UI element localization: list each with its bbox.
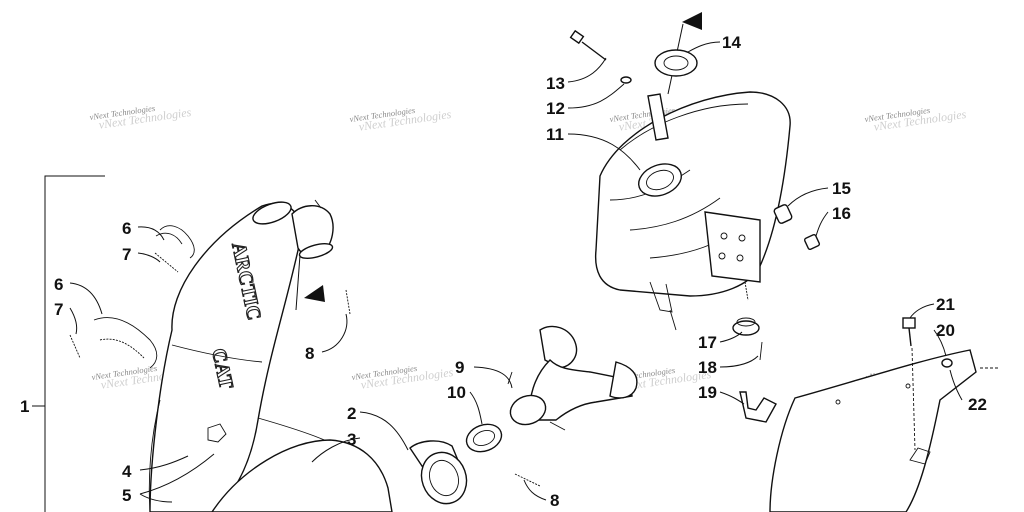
callout-20: 20 <box>936 321 955 340</box>
callout-10: 10 <box>447 383 466 402</box>
callout-1: 1 <box>20 397 29 416</box>
grommet-14 <box>654 49 698 77</box>
leader-lines <box>69 41 963 503</box>
callout-14: 14 <box>722 33 741 52</box>
watermark-1: vNext Technologies vNext Technologies <box>89 103 192 132</box>
callout-12: 12 <box>546 99 565 118</box>
nut-16 <box>803 233 821 251</box>
assembly-bracket <box>44 175 105 512</box>
callout-4: 4 <box>122 462 132 481</box>
callout-7-lower: 7 <box>54 300 63 319</box>
callout-6-lower: 6 <box>54 275 63 294</box>
muffler <box>594 91 791 331</box>
callout-11: 11 <box>546 125 564 144</box>
callout-19: 19 <box>698 383 717 402</box>
watermark-2: vNext Technologies vNext Technologies <box>349 105 452 134</box>
exhaust-manifold <box>465 325 638 453</box>
callout-2: 2 <box>347 404 356 423</box>
callout-8-upper: 8 <box>305 344 314 363</box>
direction-arrow-top <box>682 12 702 30</box>
bushing-15 <box>773 204 793 224</box>
callout-8-lower: 8 <box>550 491 559 510</box>
callout-9: 9 <box>455 358 464 377</box>
heat-shield <box>769 349 977 512</box>
callout-6-upper: 6 <box>122 219 131 238</box>
fastener-18 <box>759 341 763 361</box>
bolt-13 <box>569 29 607 61</box>
arrow-guide-line <box>295 254 301 311</box>
callouts: 1 2 3 4 5 6 7 6 7 8 8 9 10 11 12 13 14 1… <box>20 33 987 510</box>
callout-21: 21 <box>936 295 955 314</box>
callout-15: 15 <box>832 179 851 198</box>
spring-group <box>69 225 541 487</box>
bracket-19 <box>739 391 777 423</box>
direction-arrow-left <box>304 285 325 302</box>
callout-18: 18 <box>698 358 717 377</box>
callout-7-upper: 7 <box>122 245 131 264</box>
expansion-chamber <box>148 199 468 512</box>
callout-16: 16 <box>832 204 851 223</box>
callout-13: 13 <box>546 74 565 93</box>
callout-22: 22 <box>968 395 987 414</box>
watermark-4: vNext Technologies vNext Technologies <box>864 105 967 134</box>
callout-3: 3 <box>347 430 356 449</box>
callout-5: 5 <box>122 486 131 505</box>
mount-guide <box>911 347 916 451</box>
washer-12 <box>620 76 632 84</box>
washer-20 <box>941 358 953 368</box>
watermark-6: vNext Technologies vNext Technologies <box>351 363 454 392</box>
callout-17: 17 <box>698 333 717 352</box>
rubber-mount-17 <box>732 317 760 336</box>
bolt-21 <box>902 317 916 347</box>
